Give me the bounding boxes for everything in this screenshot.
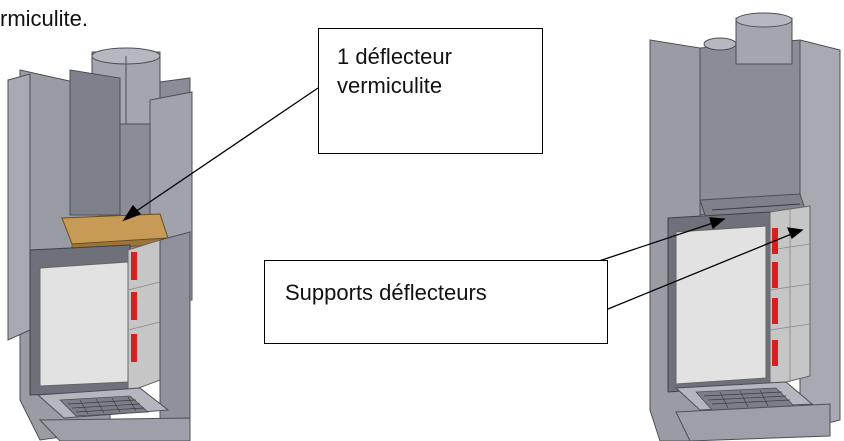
right-grate [703,389,791,409]
supports-callout-label: Supports déflecteurs [285,280,487,305]
left-stove [7,47,193,441]
supports-callout-box: Supports déflecteurs [264,260,608,344]
support-arrowhead-right [786,227,804,240]
support-arrow-left [583,221,717,267]
support-arrowhead-left [709,217,726,230]
deflector-arrowhead [122,204,142,222]
left-firebox-back [39,261,129,387]
deflector-callout-box: 1 déflecteur vermiculite [318,28,543,154]
deflector-callout-line1: 1 déflecteur [337,44,452,69]
right-stove [649,12,841,441]
caption-fragment: rmiculite. [0,6,89,31]
deflector-arrow [131,87,319,215]
left-grate [67,396,145,415]
right-firebox-back [675,225,767,385]
deflector-callout-line2: vermiculite [337,72,443,98]
